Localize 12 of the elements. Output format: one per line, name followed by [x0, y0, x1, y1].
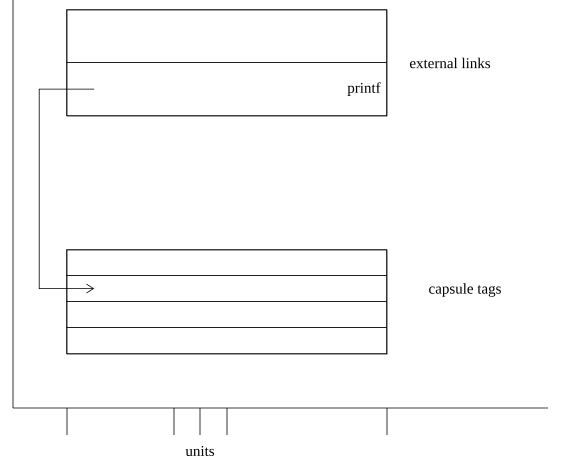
table-cell: printf: [66, 62, 387, 116]
table-box: [66, 250, 388, 354]
axis-label: units: [186, 446, 214, 456]
table-row: [66, 9, 387, 63]
table-row: [66, 275, 387, 302]
table-caption: capsule tags: [429, 283, 501, 297]
arrow: [38, 88, 95, 294]
table-row: [66, 249, 387, 276]
table-box: [66, 10, 388, 116]
table-caption: external links: [410, 58, 490, 68]
table-row: [66, 327, 387, 354]
table-row: [66, 301, 387, 328]
